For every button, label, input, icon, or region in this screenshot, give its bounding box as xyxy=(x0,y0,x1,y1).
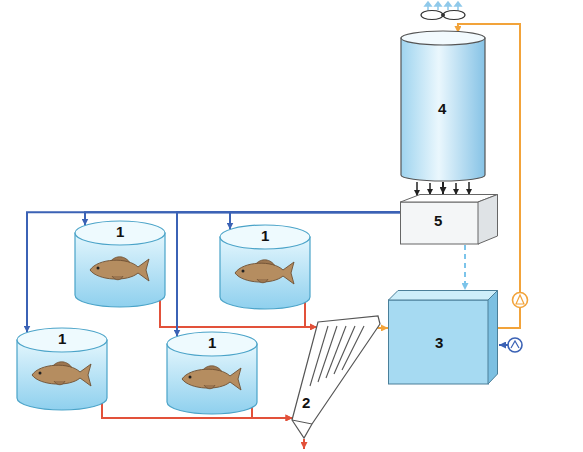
callout-number: 1 xyxy=(261,227,269,245)
pipe-connector xyxy=(305,302,317,327)
callout-number: 2 xyxy=(302,394,310,412)
callout-number: 3 xyxy=(435,334,443,352)
pipe-connector xyxy=(377,327,388,329)
drum-filter: 2 xyxy=(290,312,382,442)
callout-number: 5 xyxy=(434,212,442,230)
drum-filter-outline xyxy=(290,312,382,442)
fish-figure xyxy=(32,362,91,386)
fish-tank: 1 xyxy=(74,220,166,308)
pipe-connector xyxy=(252,407,292,418)
aeration-tower: 4 xyxy=(400,30,486,182)
pipe-connector xyxy=(442,182,444,194)
fan-symbol xyxy=(421,2,465,20)
callout-number: 1 xyxy=(208,334,216,352)
pipe-connector xyxy=(27,212,400,332)
drip-arrows xyxy=(417,182,469,196)
fish-figure xyxy=(182,366,241,390)
fish-figure xyxy=(90,257,149,281)
pump-symbol xyxy=(513,293,528,308)
sump-tank: 3 xyxy=(388,290,498,385)
pipe-connector xyxy=(464,245,466,290)
distribution-box: 5 xyxy=(400,194,500,245)
sludge-outlet xyxy=(304,439,305,449)
callout-number: 1 xyxy=(58,330,66,348)
distribution-box-outline xyxy=(400,194,500,245)
callout-number: 4 xyxy=(438,100,446,118)
fish-tank: 1 xyxy=(16,327,108,411)
fish-tank: 1 xyxy=(219,224,311,310)
water-inlet xyxy=(499,338,522,352)
fish-figure xyxy=(235,260,294,284)
callout-number: 1 xyxy=(116,223,124,241)
fish-tank: 1 xyxy=(166,331,258,415)
